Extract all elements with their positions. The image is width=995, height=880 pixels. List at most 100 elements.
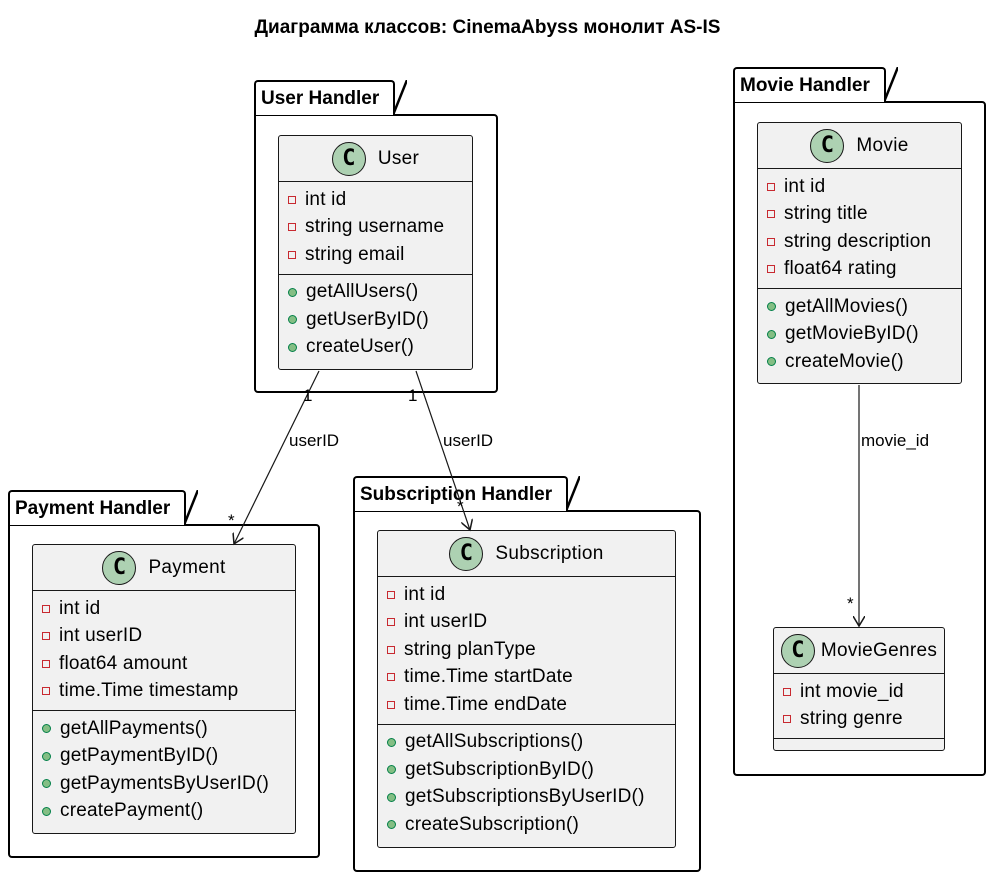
method-row: createUser() xyxy=(279,334,472,362)
public-marker-icon xyxy=(288,287,297,297)
class-fields: int id string username string email xyxy=(279,182,472,275)
private-marker-icon xyxy=(288,223,296,232)
field-row: string description xyxy=(758,228,961,256)
method-row: createMovie() xyxy=(758,348,961,376)
method-row: getPaymentsByUserID() xyxy=(33,770,295,798)
public-marker-icon xyxy=(42,779,51,789)
private-marker-icon xyxy=(42,659,50,668)
method-row: getPaymentByID() xyxy=(33,743,295,771)
class-methods: getAllPayments() getPaymentByID() getPay… xyxy=(33,711,295,830)
private-marker-icon xyxy=(767,182,775,191)
class-header: C MovieGenres xyxy=(774,628,944,674)
class-header: C Movie xyxy=(758,123,961,169)
class-header: C Subscription xyxy=(378,531,675,577)
class-icon: C xyxy=(102,550,137,585)
public-marker-icon xyxy=(288,342,297,352)
class-name: User xyxy=(377,147,420,169)
method-row: getAllSubscriptions() xyxy=(378,729,675,757)
class-payment: C Payment int id int userID float64 amou… xyxy=(32,544,296,834)
multiplicity-label: 1 xyxy=(408,386,417,405)
multiplicity-label: 1 xyxy=(303,386,312,405)
method-row: createPayment() xyxy=(33,798,295,826)
class-icon: C xyxy=(780,633,815,668)
public-marker-icon xyxy=(42,751,51,761)
method-row: getSubscriptionsByUserID() xyxy=(378,784,675,812)
edge-user-subscription xyxy=(415,370,470,530)
public-marker-icon xyxy=(387,820,396,830)
class-subscription: C Subscription int id int userID string … xyxy=(377,530,676,848)
private-marker-icon xyxy=(387,590,395,599)
field-row: string email xyxy=(279,241,472,269)
private-marker-icon xyxy=(42,687,50,696)
class-user: C User int id string username string ema… xyxy=(278,135,473,370)
public-marker-icon xyxy=(387,737,396,747)
field-row: float64 amount xyxy=(33,650,295,678)
public-marker-icon xyxy=(767,357,776,367)
class-name: Subscription xyxy=(495,542,604,564)
multiplicity-label: * xyxy=(457,497,464,516)
public-marker-icon xyxy=(767,329,776,339)
package-label: User Handler xyxy=(254,80,408,115)
class-fields: int id int userID float64 amount time.Ti… xyxy=(33,591,295,711)
class-methods: getAllSubscriptions() getSubscriptionByI… xyxy=(378,725,675,844)
private-marker-icon xyxy=(767,237,775,246)
field-row: int id xyxy=(378,581,675,609)
class-moviegenres: C MovieGenres int movie_id string genre xyxy=(773,627,945,751)
private-marker-icon xyxy=(42,632,50,641)
package-label: Movie Handler xyxy=(733,67,898,102)
public-marker-icon xyxy=(42,806,51,816)
method-row: createSubscription() xyxy=(378,811,675,839)
class-name: MovieGenres xyxy=(820,639,938,661)
private-marker-icon xyxy=(783,715,791,724)
private-marker-icon xyxy=(767,265,775,274)
field-row: string planType xyxy=(378,636,675,664)
class-header: C Payment xyxy=(33,545,295,591)
method-row: getUserByID() xyxy=(279,306,472,334)
method-row: getSubscriptionByID() xyxy=(378,756,675,784)
field-row: int id xyxy=(279,186,472,214)
private-marker-icon xyxy=(783,687,791,696)
private-marker-icon xyxy=(387,618,395,627)
public-marker-icon xyxy=(767,302,776,312)
field-row: string username xyxy=(279,214,472,242)
method-row: getMovieByID() xyxy=(758,321,961,349)
edge-label: userID xyxy=(289,431,339,450)
class-name: Payment xyxy=(148,556,226,578)
diagram-title: Диаграмма классов: CinemaAbyss монолит A… xyxy=(254,17,721,38)
field-row: float64 rating xyxy=(758,256,961,284)
class-fields: int movie_id string genre xyxy=(774,674,944,739)
multiplicity-label: * xyxy=(847,594,854,613)
field-row: time.Time endDate xyxy=(378,691,675,719)
method-row: getAllUsers() xyxy=(279,279,472,307)
private-marker-icon xyxy=(288,195,296,204)
field-row: int userID xyxy=(33,623,295,651)
field-row: int userID xyxy=(378,609,675,637)
class-movie: C Movie int id string title string descr… xyxy=(757,122,962,384)
method-row: getAllMovies() xyxy=(758,293,961,321)
class-methods: getAllMovies() getMovieByID() createMovi… xyxy=(758,289,961,381)
private-marker-icon xyxy=(42,604,50,613)
field-row: int id xyxy=(33,595,295,623)
class-header: C User xyxy=(279,136,472,182)
public-marker-icon xyxy=(42,724,51,734)
public-marker-icon xyxy=(288,315,297,325)
field-row: string title xyxy=(758,201,961,229)
private-marker-icon xyxy=(387,700,395,709)
method-row: getAllPayments() xyxy=(33,715,295,743)
class-name: Movie xyxy=(856,134,909,156)
edge-user-payment xyxy=(234,370,320,544)
package-label: Payment Handler xyxy=(8,490,199,525)
class-icon: C xyxy=(810,128,845,163)
edge-label: movie_id xyxy=(861,431,929,450)
private-marker-icon xyxy=(288,250,296,259)
field-row: int id xyxy=(758,173,961,201)
public-marker-icon xyxy=(387,792,396,802)
class-icon: C xyxy=(449,536,484,571)
field-row: time.Time startDate xyxy=(378,664,675,692)
class-fields: int id int userID string planType time.T… xyxy=(378,577,675,725)
private-marker-icon xyxy=(387,673,395,682)
class-methods: getAllUsers() getUserByID() createUser() xyxy=(279,275,472,367)
private-marker-icon xyxy=(767,210,775,219)
field-row: int movie_id xyxy=(774,678,944,706)
public-marker-icon xyxy=(387,765,396,775)
